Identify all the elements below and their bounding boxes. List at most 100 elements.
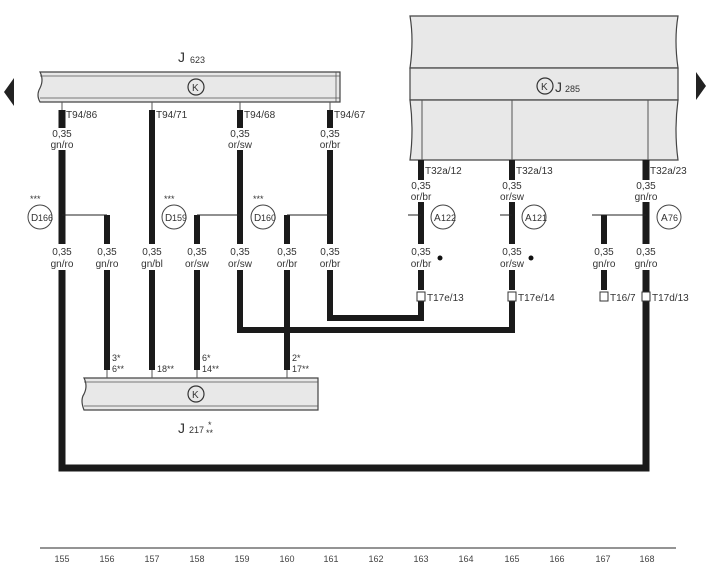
splice-d166: *** D 166	[27, 194, 53, 230]
j217-suffix-bottom: **	[206, 428, 214, 438]
svg-text:0,35: 0,35	[594, 247, 614, 258]
connector-label: T94/67	[334, 110, 366, 121]
svg-text:164: 164	[458, 554, 473, 564]
wire-155	[58, 110, 650, 472]
j217-number: 217	[189, 425, 204, 435]
connectors-bottom: T17e/13 T17e/14 T16/7 T17d/13	[416, 291, 689, 304]
j217-letter: J	[178, 420, 185, 436]
svg-text:165: 165	[504, 554, 519, 564]
svg-text:A: A	[661, 213, 668, 224]
svg-text:168: 168	[639, 554, 654, 564]
module-j623: J 623 K	[37, 49, 341, 103]
j285-symbol: K	[541, 82, 548, 93]
wire-color: or/sw	[500, 192, 525, 203]
dot-marker-icon	[528, 255, 534, 261]
splice-a122: A 122	[430, 204, 456, 230]
svg-text:6*: 6*	[202, 353, 211, 363]
wire-color: or/br	[320, 140, 341, 151]
svg-text:0,35: 0,35	[230, 247, 250, 258]
svg-text:159: 159	[234, 554, 249, 564]
svg-text:2*: 2*	[292, 353, 301, 363]
svg-text:0,35: 0,35	[187, 247, 207, 258]
svg-text:gn/ro: gn/ro	[635, 259, 658, 270]
wire-color: gn/ro	[635, 192, 658, 203]
wire-gauge: 0,35	[52, 129, 72, 140]
dot-marker-icon	[437, 255, 443, 261]
svg-text:A: A	[525, 213, 532, 224]
splice-d160: *** D 160	[250, 194, 276, 230]
module-j217: K J 217 * **	[81, 377, 319, 438]
wire-gauge: 0,35	[411, 181, 431, 192]
next-page-arrow-icon[interactable]	[696, 72, 706, 100]
wire-specs-upper: 0,35 gn/ro 0,35 or/sw 0,35 or/br 0,35 or…	[46, 128, 662, 203]
connector-label: T32a/23	[650, 166, 687, 177]
svg-text:0,35: 0,35	[97, 247, 117, 258]
wires	[58, 110, 650, 472]
svg-text:T17e/13: T17e/13	[427, 293, 464, 304]
svg-text:163: 163	[413, 554, 428, 564]
svg-text:6**: 6**	[112, 364, 125, 374]
svg-text:T16/7: T16/7	[610, 293, 636, 304]
wire-gauge: 0,35	[230, 129, 250, 140]
ground-symbol-icon	[187, 385, 205, 403]
svg-text:T17d/13: T17d/13	[652, 293, 689, 304]
j217-suffix-top: *	[208, 420, 212, 430]
svg-text:155: 155	[54, 554, 69, 564]
wire-color: or/br	[411, 192, 432, 203]
svg-text:0,35: 0,35	[411, 247, 431, 258]
connector-label: T32a/12	[425, 166, 462, 177]
connector-label: T94/68	[244, 110, 276, 121]
ruler-labels: 155 156 157 158 159 160 161 162 163 164 …	[54, 554, 654, 564]
connector-labels-top: T94/86 T94/71 T94/68 T94/67 T32a/12 T32a…	[66, 110, 687, 177]
j217-pin-labels: 3* 6** 18** 6* 14** 2* 17**	[112, 353, 310, 374]
connector-label: T94/86	[66, 110, 98, 121]
svg-text:160: 160	[279, 554, 294, 564]
svg-text:166: 166	[549, 554, 564, 564]
svg-text:0,35: 0,35	[502, 247, 522, 258]
wire-color: gn/ro	[51, 140, 74, 151]
svg-text:A: A	[434, 213, 441, 224]
svg-text:or/br: or/br	[277, 259, 298, 270]
svg-text:0,35: 0,35	[636, 247, 656, 258]
svg-text:158: 158	[189, 554, 204, 564]
splices: *** D 166 *** D 159 *** D 160 A 122 A 12…	[27, 194, 682, 230]
svg-text:161: 161	[323, 554, 338, 564]
svg-text:gn/ro: gn/ro	[593, 259, 616, 270]
svg-text:D: D	[31, 213, 38, 224]
wire-161	[327, 110, 424, 321]
svg-text:162: 162	[368, 554, 383, 564]
wire-gauge: 0,35	[502, 181, 522, 192]
svg-text:or/br: or/br	[320, 259, 341, 270]
previous-page-arrow-icon[interactable]	[4, 78, 14, 106]
svg-text:D: D	[165, 213, 172, 224]
svg-text:160: 160	[261, 213, 276, 223]
svg-text:or/sw: or/sw	[500, 259, 525, 270]
splice-d159: *** D 159	[161, 194, 187, 230]
svg-text:14**: 14**	[202, 364, 220, 374]
svg-text:gn/ro: gn/ro	[96, 259, 119, 270]
svg-text:or/sw: or/sw	[185, 259, 210, 270]
connector-label: T94/71	[156, 110, 188, 121]
svg-text:gn/ro: gn/ro	[51, 259, 74, 270]
svg-text:or/sw: or/sw	[228, 259, 253, 270]
j623-symbol: K	[192, 83, 199, 94]
j623-letter: J	[178, 49, 185, 65]
svg-text:159: 159	[172, 213, 187, 223]
splice-a121: A 121	[521, 204, 547, 230]
svg-text:0,35: 0,35	[320, 247, 340, 258]
svg-text:0,35: 0,35	[142, 247, 162, 258]
j285-letter: J	[555, 79, 562, 95]
j285-number: 285	[565, 84, 580, 94]
svg-text:167: 167	[595, 554, 610, 564]
wire-color: or/sw	[228, 140, 253, 151]
svg-text:76: 76	[668, 213, 678, 223]
wire-159	[237, 110, 515, 333]
svg-text:0,35: 0,35	[277, 247, 297, 258]
connector-label: T32a/13	[516, 166, 553, 177]
svg-text:***: ***	[164, 194, 175, 204]
svg-text:D: D	[254, 213, 261, 224]
svg-text:166: 166	[38, 213, 53, 223]
j623-number: 623	[190, 55, 205, 65]
module-j285: K J 285	[409, 15, 679, 161]
